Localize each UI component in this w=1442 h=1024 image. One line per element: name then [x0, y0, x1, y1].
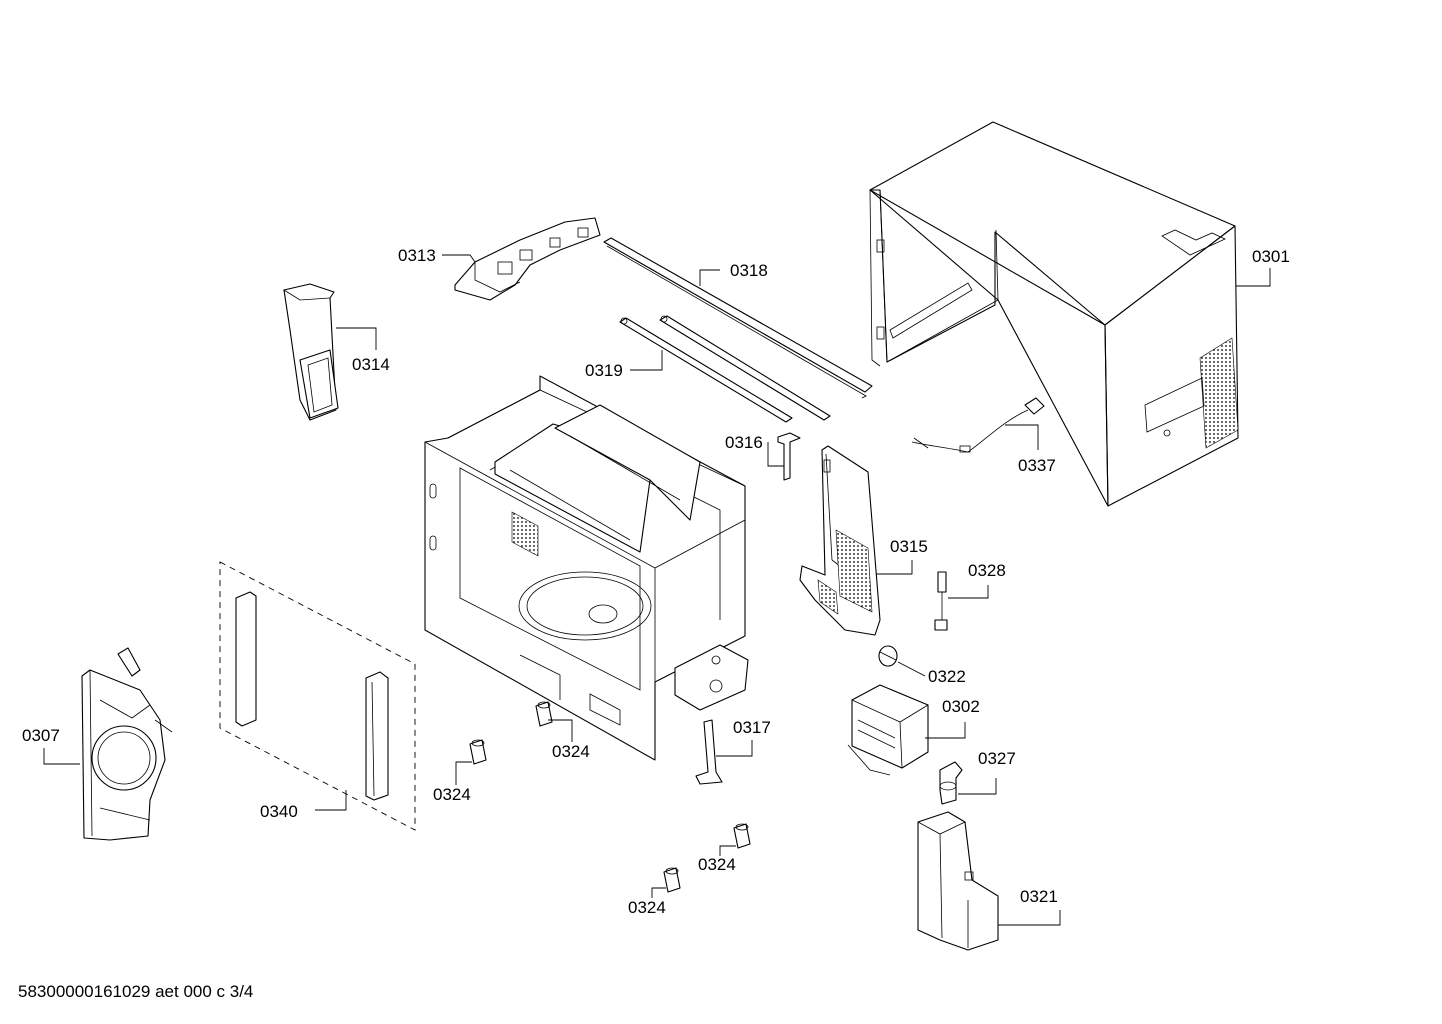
part-label-0324-c: 0324: [698, 855, 736, 874]
part-label-0340: 0340: [260, 802, 298, 821]
guide-rail: [603, 237, 873, 399]
part-label-0313: 0313: [398, 246, 436, 265]
part-label-0324-a: 0324: [552, 742, 590, 761]
air-duct: [283, 283, 339, 421]
part-label-0317: 0317: [733, 718, 771, 737]
door-hinge-bars: [219, 561, 416, 831]
transformer: [847, 684, 929, 776]
part-label-0301: 0301: [1252, 247, 1290, 266]
part-label-0327: 0327: [978, 749, 1016, 768]
part-label-0316: 0316: [725, 433, 763, 452]
fan-housing-0321: [917, 811, 999, 951]
door-latch-assembly: [81, 647, 173, 841]
foot-0324-b: [469, 739, 487, 765]
thermal-sensor-0328: [934, 571, 948, 631]
outer-cabinet-cover: [869, 121, 1239, 507]
part-label-0324-b: 0324: [433, 785, 471, 804]
capacitor-0327: [939, 761, 963, 805]
oven-cavity: [424, 375, 749, 761]
part-label-0307: 0307: [22, 726, 60, 745]
thermostat-0322: [878, 645, 898, 667]
part-label-0324-d: 0324: [628, 898, 666, 917]
heating-rods: [619, 315, 831, 423]
part-label-0319: 0319: [585, 361, 623, 380]
foot-0324-a: [535, 701, 553, 727]
side-panel: [799, 445, 881, 636]
part-label-0302: 0302: [942, 697, 980, 716]
bracket-0317: [695, 719, 723, 785]
power-cord: [911, 397, 1045, 453]
foot-0324-c: [733, 823, 751, 849]
part-label-0337: 0337: [1018, 456, 1056, 475]
part-label-0322: 0322: [928, 667, 966, 686]
part-label-0328: 0328: [968, 561, 1006, 580]
part-label-0315: 0315: [890, 537, 928, 556]
small-bracket-0316: [777, 432, 801, 481]
part-label-0314: 0314: [352, 355, 390, 374]
mounting-bracket: [454, 217, 601, 301]
foot-0324-d: [663, 867, 681, 893]
part-label-0321: 0321: [1020, 887, 1058, 906]
drawing-code: 58300000161029 aet 000 c 3/4: [18, 982, 254, 1001]
part-label-0318: 0318: [730, 261, 768, 280]
